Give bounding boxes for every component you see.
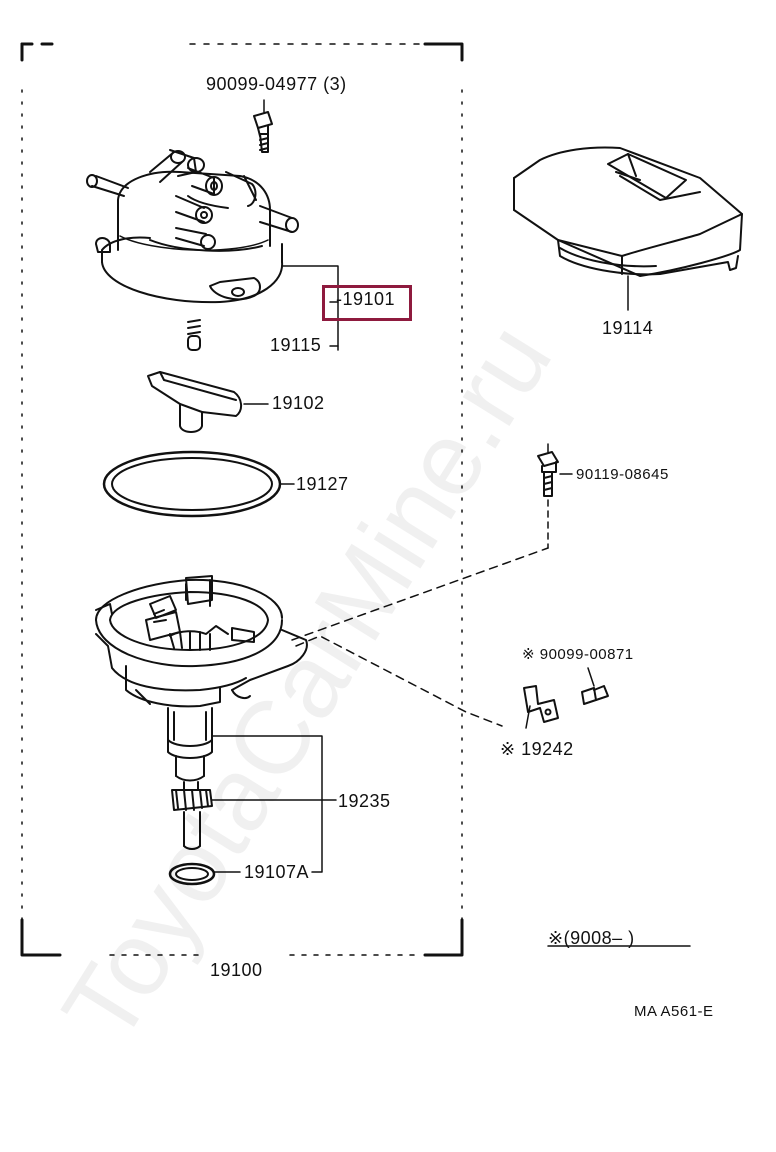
label-bolt-top[interactable]: 90099-04977 (3) xyxy=(206,74,347,94)
spring-drawing xyxy=(187,319,201,351)
label-cap-assembly[interactable]: -19101 xyxy=(336,289,396,309)
assembly-frame xyxy=(20,42,464,957)
distributor-body-drawing xyxy=(95,575,308,850)
body-leaders xyxy=(211,735,337,873)
label-o-ring-large[interactable]: 19127 xyxy=(296,474,349,494)
label-screw[interactable]: ※ 90099-00871 xyxy=(522,646,634,663)
label-cover[interactable]: 19114 xyxy=(602,318,654,338)
o-ring-small-drawing xyxy=(168,862,216,886)
selected-part-highlight[interactable] xyxy=(322,285,412,321)
screw-drawing xyxy=(581,667,609,705)
bracket-drawing xyxy=(523,685,559,729)
label-o-ring-small[interactable]: 19107A xyxy=(244,862,310,882)
cover-drawing xyxy=(513,146,743,311)
bolt-top-drawing xyxy=(253,99,273,153)
label-governor[interactable]: 19235 xyxy=(338,791,391,811)
cap-leaders xyxy=(281,265,339,351)
footnote: ※(9008– ) xyxy=(548,928,635,948)
label-bracket[interactable]: ※ 19242 xyxy=(500,739,574,759)
distributor-cap-drawing xyxy=(86,149,299,304)
bolt-right-drawing xyxy=(537,443,573,549)
label-spring[interactable]: 19115 xyxy=(270,335,322,355)
label-bolt-right[interactable]: 90119-08645 xyxy=(576,466,669,483)
label-distributor[interactable]: 19100 xyxy=(210,960,263,980)
dashed-links xyxy=(291,547,549,727)
drawing-code: MA A561-E xyxy=(634,1003,714,1020)
label-rotor[interactable]: 19102 xyxy=(272,393,325,413)
rotor-drawing xyxy=(147,371,269,433)
o-ring-large-drawing xyxy=(102,450,295,518)
